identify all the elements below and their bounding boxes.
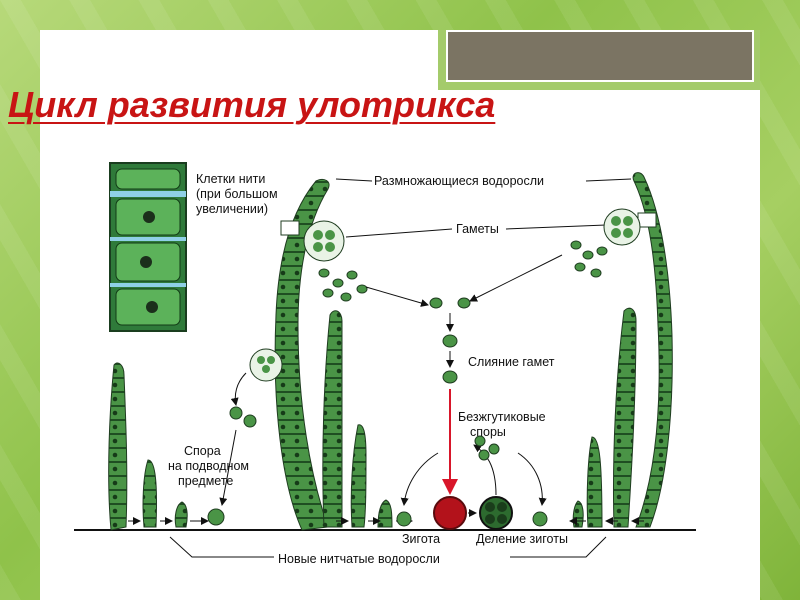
gamete-pair: [429, 297, 471, 384]
label-spores-1: Безжгутиковые: [458, 410, 546, 424]
label-fusion: Слияние гамет: [468, 355, 555, 369]
label-cells-3: увеличении): [196, 202, 268, 216]
label-zygote: Зигота: [402, 532, 440, 546]
life-cycle-figure: Клетки нити (при большом увеличении) Спо…: [66, 155, 728, 572]
aflagellate-spores: [474, 435, 500, 461]
label-spores-2: споры: [470, 425, 506, 439]
gametangium-left: [303, 220, 345, 262]
zygote: [433, 496, 467, 530]
slide-title: Цикл развития улотрикса: [8, 84, 496, 125]
filament-mid-left: [322, 310, 343, 528]
top-decor-box-inner: [446, 30, 754, 82]
filament-reproducing-right: [632, 172, 673, 528]
label-division: Деление зиготы: [476, 532, 568, 546]
gametangium-right: [603, 208, 641, 246]
filament-small-1: [350, 424, 367, 528]
filament-left-1: [108, 362, 128, 531]
filament-reproducing-left: [274, 178, 330, 531]
label-spore-3: предмете: [178, 474, 233, 488]
spore-on-substrate: [207, 508, 225, 526]
label-spore-2: на подводном: [168, 459, 249, 473]
filament-left-2: [142, 459, 157, 528]
label-cells-2: (при большом: [196, 187, 278, 201]
filament-right-small-2: [586, 436, 603, 528]
magnified-cells: [109, 162, 187, 332]
filament-small-2: [377, 499, 393, 528]
gametes-left: [318, 268, 368, 302]
filament-right-small-1: [572, 500, 584, 528]
label-cells-1: Клетки нити: [196, 172, 265, 186]
label-gametes: Гаметы: [456, 222, 499, 236]
filament-right-mid: [613, 307, 637, 528]
label-new-algae: Новые нитчатые водоросли: [278, 552, 440, 566]
dividing-zygote: [479, 496, 513, 530]
filament-left-3: [174, 501, 188, 528]
label-spore-1: Спора: [184, 444, 221, 458]
gametes-right: [570, 240, 608, 278]
life-cycle-diagram: Клетки нити (при большом увеличении) Спо…: [74, 162, 696, 566]
label-reproducing: Размножающиеся водоросли: [374, 174, 544, 188]
